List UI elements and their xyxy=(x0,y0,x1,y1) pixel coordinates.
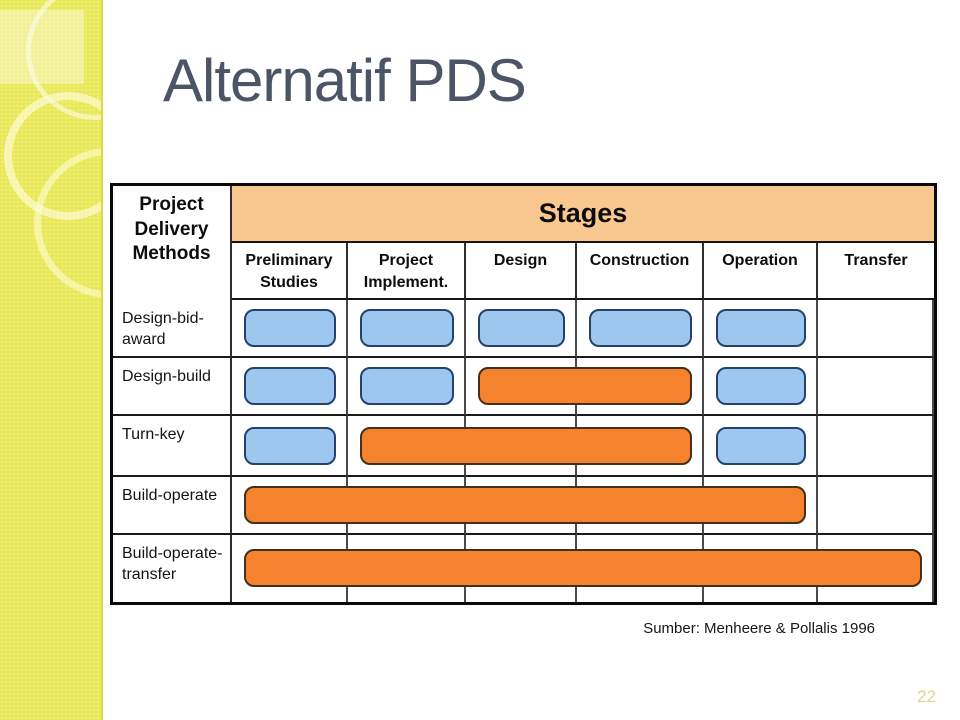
stage-cell xyxy=(577,416,704,477)
stage-column-header: Design xyxy=(466,243,577,300)
method-row: Design-build xyxy=(113,358,934,416)
stage-cell xyxy=(818,300,934,358)
method-row: Turn-key xyxy=(113,416,934,477)
stage-bar-blue xyxy=(360,367,454,405)
stage-cell xyxy=(818,416,934,477)
stage-bar-blue xyxy=(360,309,454,347)
page-number: 22 xyxy=(917,687,936,706)
stage-bar-orange xyxy=(478,367,692,405)
method-label-cell: Build-operate-transfer xyxy=(113,535,232,602)
bar-layer xyxy=(232,535,934,602)
stage-cell xyxy=(818,535,934,602)
method-label-cell: Build-operate xyxy=(113,477,232,535)
stage-cell xyxy=(232,416,348,477)
table-header: Project Delivery Methods Stages Prelimin… xyxy=(113,186,934,300)
stage-cell xyxy=(232,358,348,416)
stage-cell xyxy=(704,477,818,535)
stage-bar-blue xyxy=(478,309,565,347)
stage-bar-blue xyxy=(716,427,806,465)
stage-column-header: Construction xyxy=(577,243,704,300)
sidebar-decoration xyxy=(0,0,103,720)
stage-cell xyxy=(704,300,818,358)
bar-layer xyxy=(232,358,934,416)
stage-column-header: Transfer xyxy=(818,243,934,300)
stage-bar-blue xyxy=(244,427,336,465)
stage-column-header: Preliminary Studies xyxy=(232,243,348,300)
method-label-cell: Design-bid-award xyxy=(113,300,232,358)
pdm-table: Project Delivery Methods Stages Prelimin… xyxy=(110,183,937,605)
stage-bar-orange xyxy=(244,486,806,524)
stage-bar-orange xyxy=(360,427,692,465)
stage-bar-blue xyxy=(244,367,336,405)
method-label-cell: Design-build xyxy=(113,358,232,416)
stages-header-cell: Stages xyxy=(232,186,934,243)
method-row: Design-bid-award xyxy=(113,300,934,358)
stage-cell xyxy=(348,300,466,358)
bar-layer xyxy=(232,416,934,477)
stage-cell xyxy=(466,300,577,358)
stage-bar-blue xyxy=(716,309,806,347)
stage-bar-blue xyxy=(244,309,336,347)
bar-layer xyxy=(232,477,934,535)
stage-column-header: Project Implement. xyxy=(348,243,466,300)
bar-layer xyxy=(232,300,934,358)
corner-header-cell: Project Delivery Methods xyxy=(113,186,232,300)
method-row: Build-operate-transfer xyxy=(113,535,934,602)
stage-cell xyxy=(704,416,818,477)
stage-bar-blue xyxy=(589,309,692,347)
stage-cell xyxy=(577,300,704,358)
stage-cell xyxy=(818,477,934,535)
stage-column-header: Operation xyxy=(704,243,818,300)
slide-title: Alternatif PDS xyxy=(163,47,527,114)
stage-cell xyxy=(704,358,818,416)
stage-cell xyxy=(348,358,466,416)
method-label-cell: Turn-key xyxy=(113,416,232,477)
stage-cell xyxy=(232,300,348,358)
method-row: Build-operate xyxy=(113,477,934,535)
source-caption: Sumber: Menheere & Pollalis 1996 xyxy=(643,620,875,637)
stage-cell xyxy=(577,358,704,416)
stage-cell xyxy=(818,358,934,416)
stage-bar-orange xyxy=(244,549,922,587)
stage-bar-blue xyxy=(716,367,806,405)
